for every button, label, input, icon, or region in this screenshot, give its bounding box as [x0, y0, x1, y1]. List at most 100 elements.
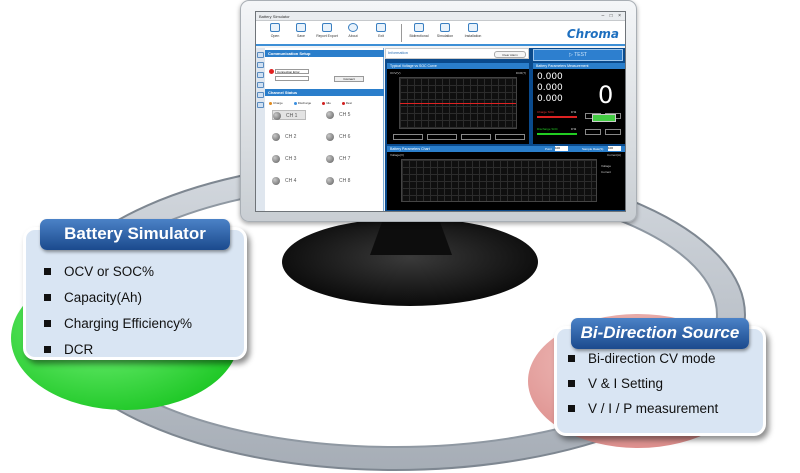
list-item: V / I / P measurement	[568, 396, 718, 421]
window-titlebar: Battery Simulator – □ ×	[256, 12, 625, 21]
toolbar-separator	[401, 24, 402, 42]
bi-direction-list: Bi-direction CV mode V & I Setting V / I…	[568, 346, 718, 421]
voltage-soc-plot	[399, 77, 517, 129]
window-controls[interactable]: – □ ×	[601, 13, 623, 19]
channel-knob-icon	[326, 176, 334, 185]
charge-soc-bar	[537, 116, 577, 118]
list-item: DCR	[44, 337, 192, 363]
folder-icon	[270, 23, 280, 32]
voltage-soc-header: Typical Voltage vs SOC Curve	[387, 63, 529, 69]
channel-4[interactable]: CH 4	[272, 176, 306, 186]
legend-rest: Rest	[341, 101, 352, 105]
comm-setup-header: Communication Setup	[265, 50, 384, 57]
channel-6[interactable]: CH 6	[326, 132, 360, 142]
side-nav	[256, 48, 265, 211]
clear-alarm-button[interactable]: Clear Alarm	[494, 51, 526, 58]
installation-icon	[468, 23, 478, 32]
side-nav-button[interactable]	[257, 62, 264, 68]
channel-7[interactable]: CH 7	[326, 154, 360, 164]
discharge-soc-label: Discharge SOC	[537, 127, 558, 131]
monitor-neck	[370, 222, 452, 255]
channel-knob-icon	[272, 154, 280, 163]
simulation-button[interactable]: Simulation	[434, 23, 456, 38]
channel-1[interactable]: CH 1	[272, 110, 306, 120]
side-nav-button[interactable]	[257, 82, 264, 88]
window-title: Battery Simulator	[259, 14, 290, 19]
ocv-curve-line	[400, 103, 516, 104]
connection-status-indicator	[269, 69, 274, 74]
legend-idle: Idle	[322, 101, 331, 105]
report-icon	[322, 23, 332, 32]
voltage-readout: 0.000	[537, 72, 563, 82]
params-chart-panel: Voltage(V) Current(A) Voltage Current	[387, 152, 625, 210]
channel-knob-icon	[273, 111, 281, 120]
charge-soc-value: 0 %	[571, 110, 577, 114]
channel-5[interactable]: CH 5	[326, 110, 360, 120]
chart-voltage-axis: Voltage(V)	[390, 153, 405, 157]
save-button[interactable]: Save	[290, 23, 312, 38]
exit-button[interactable]: Exit	[370, 23, 392, 38]
legend-discharge: Discharge	[293, 101, 311, 105]
battery-level-icon	[592, 114, 616, 122]
chart-current-axis: Current(A)	[606, 153, 621, 157]
legend-current: Current	[601, 170, 612, 174]
channel-8[interactable]: CH 8	[326, 176, 360, 186]
monitor: Battery Simulator – □ × Open Save Report…	[240, 0, 637, 222]
test-button[interactable]: ▷ TEST	[533, 49, 623, 61]
sample-rate-field[interactable]: 100	[608, 146, 621, 151]
address-field[interactable]	[275, 76, 309, 81]
toolbar: Open Save Report Export About Exit Bidir…	[256, 21, 625, 46]
channel-knob-icon	[326, 110, 334, 119]
legend-charge: Charge	[269, 101, 283, 105]
discharge-soc-bar	[537, 133, 577, 135]
ocv-axis-label: OCV(V)	[390, 71, 401, 75]
param-box[interactable]	[495, 134, 525, 140]
current-readout: 0.000	[537, 83, 563, 93]
side-nav-button[interactable]	[257, 72, 264, 78]
side-nav-button[interactable]	[257, 92, 264, 98]
list-item: Bi-direction CV mode	[568, 346, 718, 371]
param-box[interactable]	[393, 134, 423, 140]
side-nav-button[interactable]	[257, 52, 264, 58]
channel-knob-icon	[272, 132, 280, 141]
about-button[interactable]: About	[342, 23, 364, 38]
connection-error-field: Connection Error	[275, 69, 309, 74]
discharge-soc-value: 0 %	[571, 127, 577, 131]
connect-button[interactable]: Connect	[334, 76, 364, 82]
right-panel: Information Clear Alarm ▷ TEST Typical V…	[385, 48, 625, 211]
side-nav-button[interactable]	[257, 102, 264, 108]
monitor-base	[282, 218, 538, 306]
exit-icon	[376, 23, 386, 32]
soc-readout: 0	[598, 81, 614, 109]
measurement-header: Battery Parameters Measurement	[533, 63, 625, 69]
bidirectional-button[interactable]: Bidirectional	[408, 23, 430, 38]
left-panel: Communication Setup Connection Error Con…	[256, 48, 384, 211]
list-item: Capacity(Ah)	[44, 285, 192, 311]
list-item: Charging Efficiency%	[44, 311, 192, 337]
params-chart-header: Battery Parameters Chart	[387, 146, 625, 152]
information-label: Information	[388, 50, 409, 55]
battery-simulator-list: OCV or SOC% Capacity(Ah) Charging Effici…	[44, 259, 192, 363]
open-button[interactable]: Open	[264, 23, 286, 38]
bidirectional-icon	[414, 23, 424, 32]
info-icon	[348, 23, 358, 32]
charge-soc-label: Charge SOC	[537, 110, 555, 114]
discharge-value-box[interactable]	[605, 129, 621, 135]
channel-2[interactable]: CH 2	[272, 132, 306, 142]
chroma-logo: Chroma	[566, 27, 619, 41]
sample-rate-label: Sample Rate(S)	[582, 147, 604, 151]
dcr-axis-label: DCR(?)	[515, 71, 526, 75]
discharge-value-box[interactable]	[585, 129, 601, 135]
status-legend: Charge Discharge Idle Rest	[269, 101, 384, 106]
bi-direction-title: Bi-Direction Source	[571, 318, 749, 349]
channel-3[interactable]: CH 3	[272, 154, 306, 164]
battery-simulator-title: Battery Simulator	[40, 219, 230, 250]
installation-button[interactable]: Installation	[462, 23, 484, 38]
report-export-button[interactable]: Report Export	[316, 23, 338, 38]
point-field[interactable]: 100	[555, 146, 568, 151]
information-bar: Information Clear Alarm	[385, 48, 529, 59]
param-box[interactable]	[427, 134, 457, 140]
channel-status-header: Channel Status	[265, 89, 384, 96]
params-chart-plot	[401, 159, 597, 202]
param-box[interactable]	[461, 134, 491, 140]
